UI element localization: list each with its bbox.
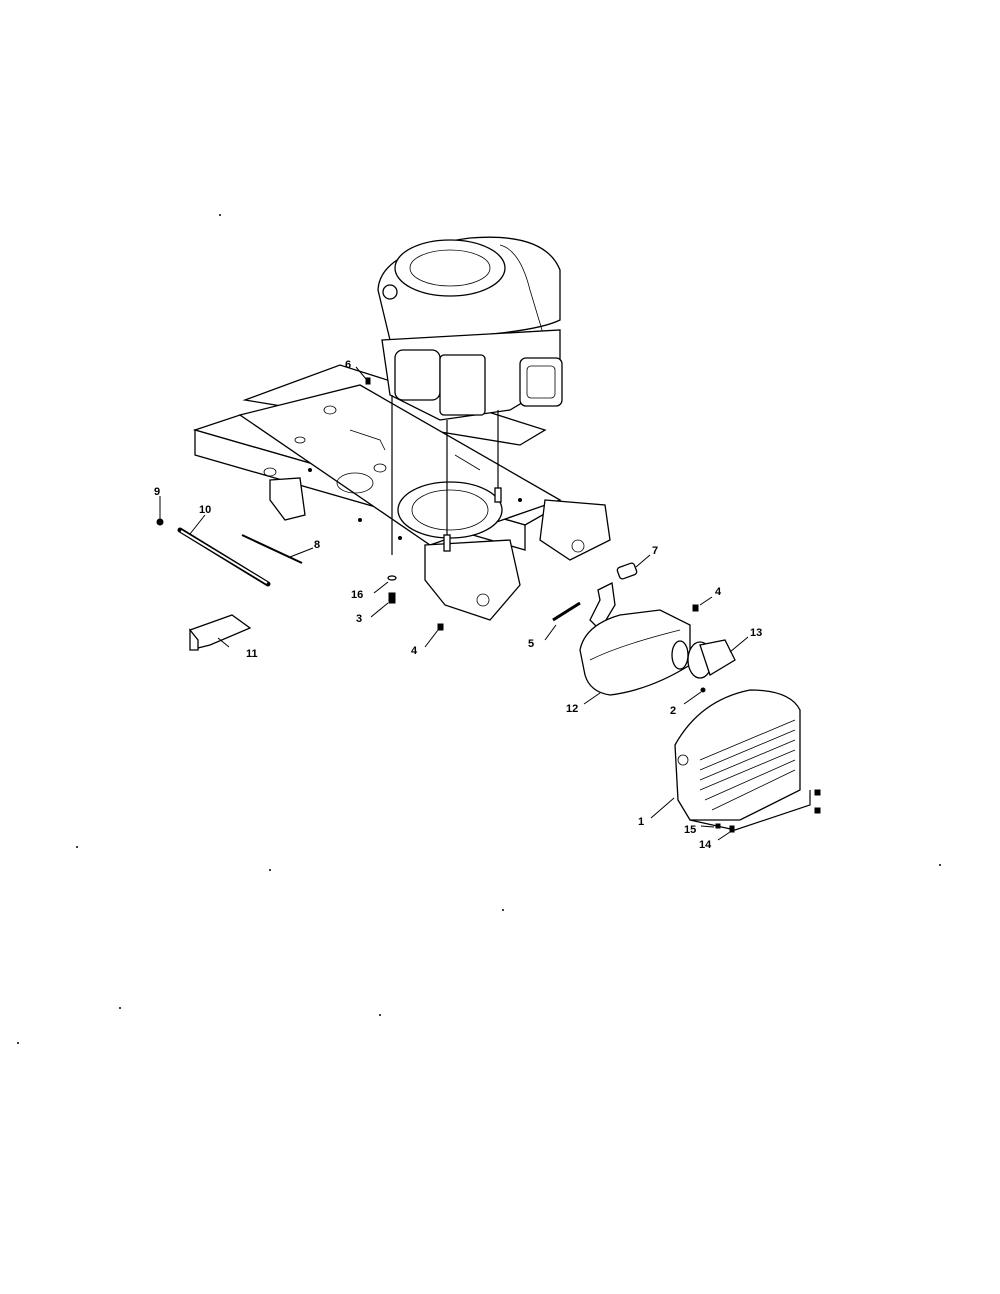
callout-15: 15: [684, 824, 696, 836]
callout-8: 8: [314, 539, 320, 551]
callout-16: 16: [351, 589, 363, 601]
part-4-bolt-right: [692, 604, 699, 612]
callout-labels: 6 9 10 8 11 16 3 4 7 4 5 13 12 2 1 15 14: [154, 359, 762, 851]
chassis-frame: [192, 364, 611, 621]
part-5-bolt: [552, 601, 581, 622]
callout-11: 11: [246, 648, 258, 660]
leader-lines: [159, 366, 749, 841]
callout-4-left: 4: [411, 645, 418, 657]
part-6-screw: [365, 377, 371, 385]
callout-10: 10: [199, 504, 211, 516]
engine: [377, 236, 563, 555]
part-16-washer: [387, 575, 397, 581]
part-14-screw: [729, 825, 735, 833]
callout-5: 5: [528, 638, 534, 650]
callout-1: 1: [638, 816, 644, 828]
callout-2: 2: [670, 705, 676, 717]
part-2-fastener: [700, 687, 706, 693]
callout-14: 14: [699, 839, 712, 851]
scan-specks: [17, 214, 941, 1044]
callout-4-right: 4: [715, 586, 722, 598]
part-12-muffler: [579, 609, 691, 696]
part-1-muffler-guard: [674, 689, 811, 831]
part-9-nut: [156, 518, 164, 526]
part-8-rod: [241, 534, 303, 564]
part-11-bracket: [189, 614, 252, 651]
part-4-bolt-left: [437, 623, 444, 631]
callout-12: 12: [566, 703, 578, 715]
callout-13: 13: [750, 627, 762, 639]
part-13-outlet: [687, 639, 736, 679]
part-15-washer: [715, 823, 721, 829]
part-3-bolt: [388, 592, 396, 604]
callout-9: 9: [154, 486, 160, 498]
callout-6: 6: [345, 359, 351, 371]
part-7-gasket: [616, 562, 638, 580]
callout-3: 3: [356, 613, 362, 625]
callout-7: 7: [652, 545, 658, 557]
